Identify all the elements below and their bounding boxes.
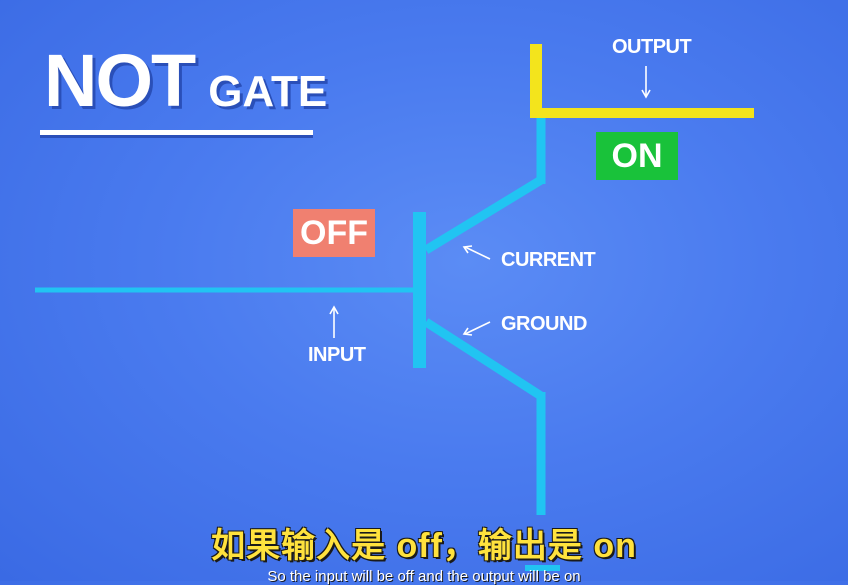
title-gate: GATE [208,67,328,116]
subtitle-chinese: 如果输入是 off，输出是 on [211,527,637,565]
input-label: INPUT [308,344,366,366]
off-status-box: OFF [293,209,375,257]
input-arrow [329,305,339,338]
current-label: CURRENT [501,249,596,271]
ground-label: GROUND [501,313,587,335]
ground-arrow [462,321,491,336]
output-arrow [641,66,651,99]
collector-wire [423,176,544,254]
current-arrow [462,245,491,260]
emitter-wire [423,318,544,400]
title-underline [40,130,313,135]
base-bar [413,212,426,368]
output-label: OUTPUT [612,36,692,58]
on-status-box: ON [596,132,678,180]
title-not: NOT [44,39,196,122]
subtitle-english: So the input will be off and the output … [267,568,581,585]
